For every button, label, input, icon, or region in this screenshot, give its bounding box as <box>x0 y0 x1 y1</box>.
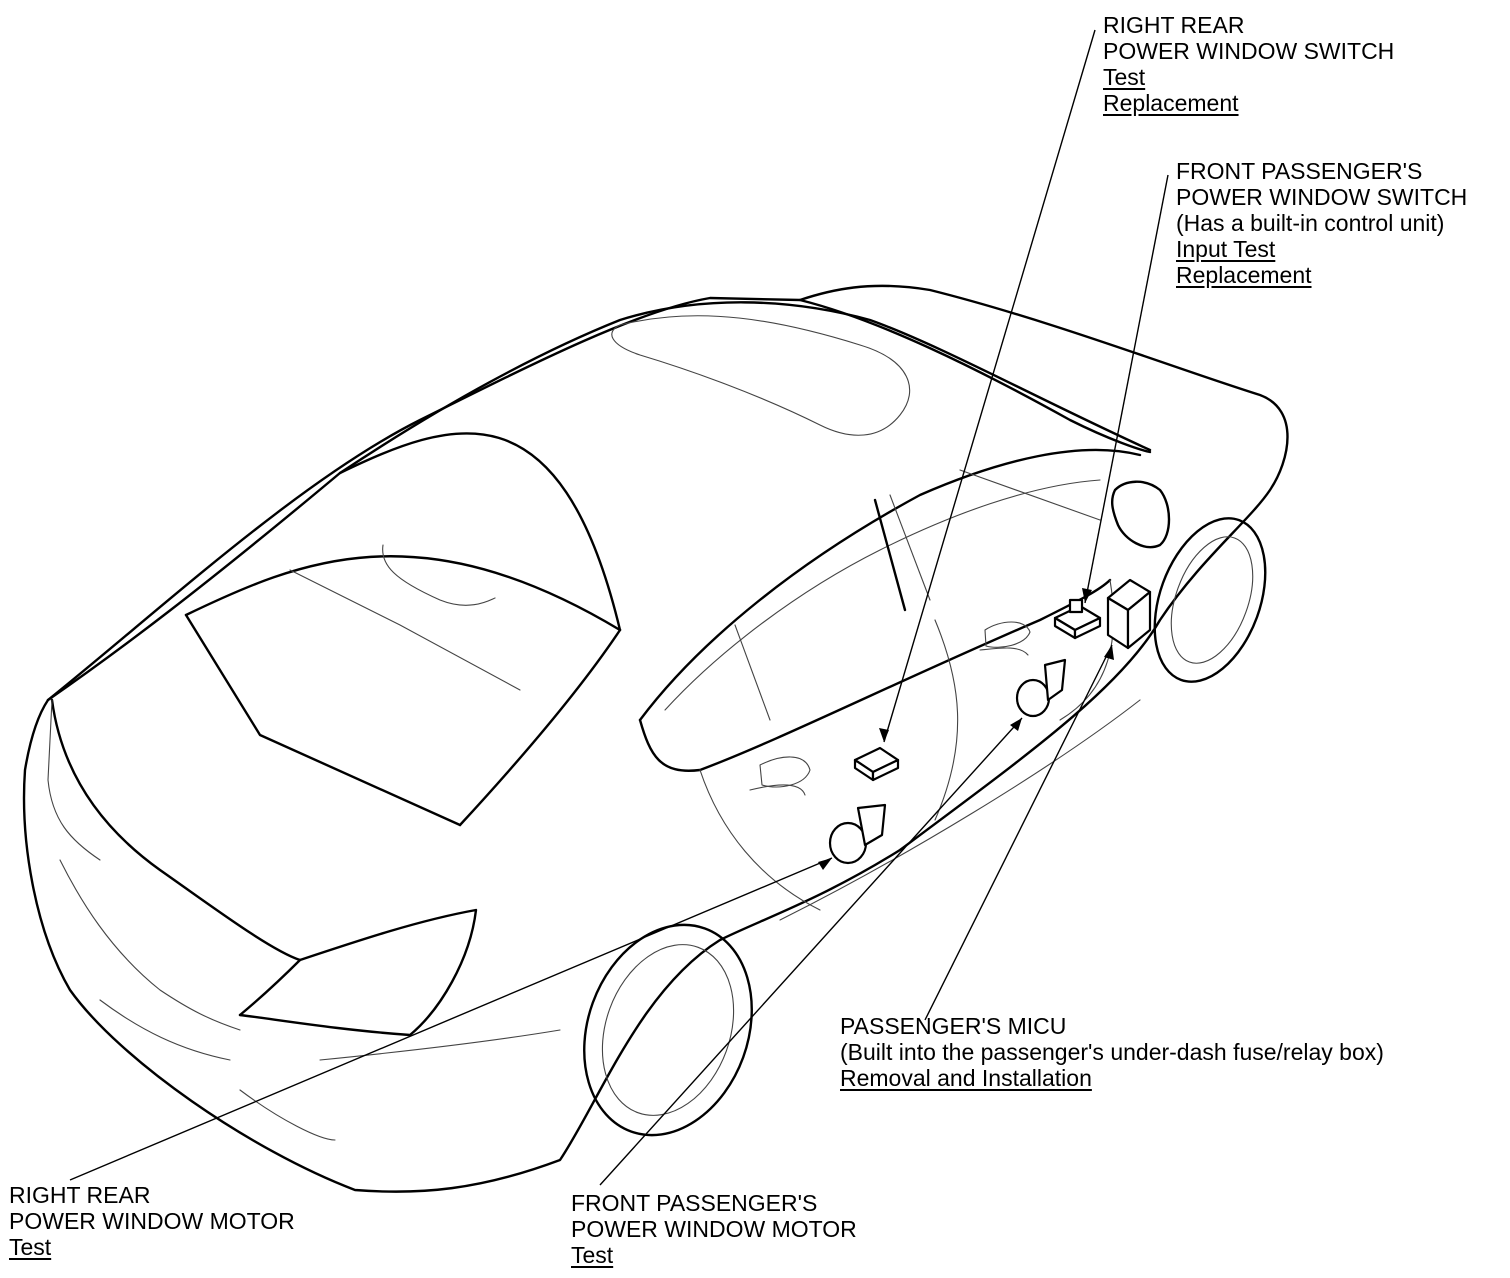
callout-title: FRONT PASSENGER'S <box>571 1190 818 1216</box>
components <box>828 578 1152 865</box>
front-passenger-switch-callout: FRONT PASSENGER'S POWER WINDOW SWITCH (H… <box>1176 158 1467 288</box>
right-rear-switch-icon <box>853 746 900 782</box>
right-rear-motor-callout: RIGHT REAR POWER WINDOW MOTOR Test <box>9 1182 295 1260</box>
callout-title: PASSENGER'S MICU <box>840 1013 1067 1039</box>
callout-title: POWER WINDOW MOTOR <box>9 1208 295 1234</box>
front-passenger-switch-replacement-link[interactable]: Replacement <box>1176 262 1312 288</box>
callout-title: RIGHT REAR <box>1103 12 1245 38</box>
callout-title: POWER WINDOW SWITCH <box>1176 184 1468 210</box>
front-passenger-motor-icon <box>1015 658 1067 718</box>
callout-note: (Built into the passenger's under-dash f… <box>840 1039 1384 1065</box>
front-passenger-motor-callout: FRONT PASSENGER'S POWER WINDOW MOTOR Tes… <box>571 1190 857 1268</box>
callout-title: POWER WINDOW MOTOR <box>571 1216 857 1242</box>
car-outline <box>22 284 1289 1193</box>
passenger-micu-callout: PASSENGER'S MICU (Built into the passeng… <box>840 1013 1384 1091</box>
right-rear-switch-replacement-link[interactable]: Replacement <box>1103 90 1239 116</box>
right-rear-motor-icon <box>828 803 887 865</box>
micu-box-icon <box>1106 578 1152 650</box>
front-passenger-switch-icon <box>1053 598 1102 640</box>
right-rear-switch-test-link[interactable]: Test <box>1103 64 1146 90</box>
callout-title: FRONT PASSENGER'S <box>1176 158 1423 184</box>
right-rear-motor-test-link[interactable]: Test <box>9 1234 52 1260</box>
passenger-micu-removal-link[interactable]: Removal and Installation <box>840 1065 1092 1091</box>
callout-title: POWER WINDOW SWITCH <box>1103 38 1395 64</box>
front-passenger-motor-test-link[interactable]: Test <box>571 1242 614 1268</box>
leader-lines <box>69 29 1169 1186</box>
right-rear-switch-callout: RIGHT REAR POWER WINDOW SWITCH Test Repl… <box>1103 12 1394 116</box>
front-passenger-switch-input-test-link[interactable]: Input Test <box>1176 236 1276 262</box>
callout-note: (Has a built-in control unit) <box>1176 210 1445 236</box>
callout-title: RIGHT REAR <box>9 1182 151 1208</box>
